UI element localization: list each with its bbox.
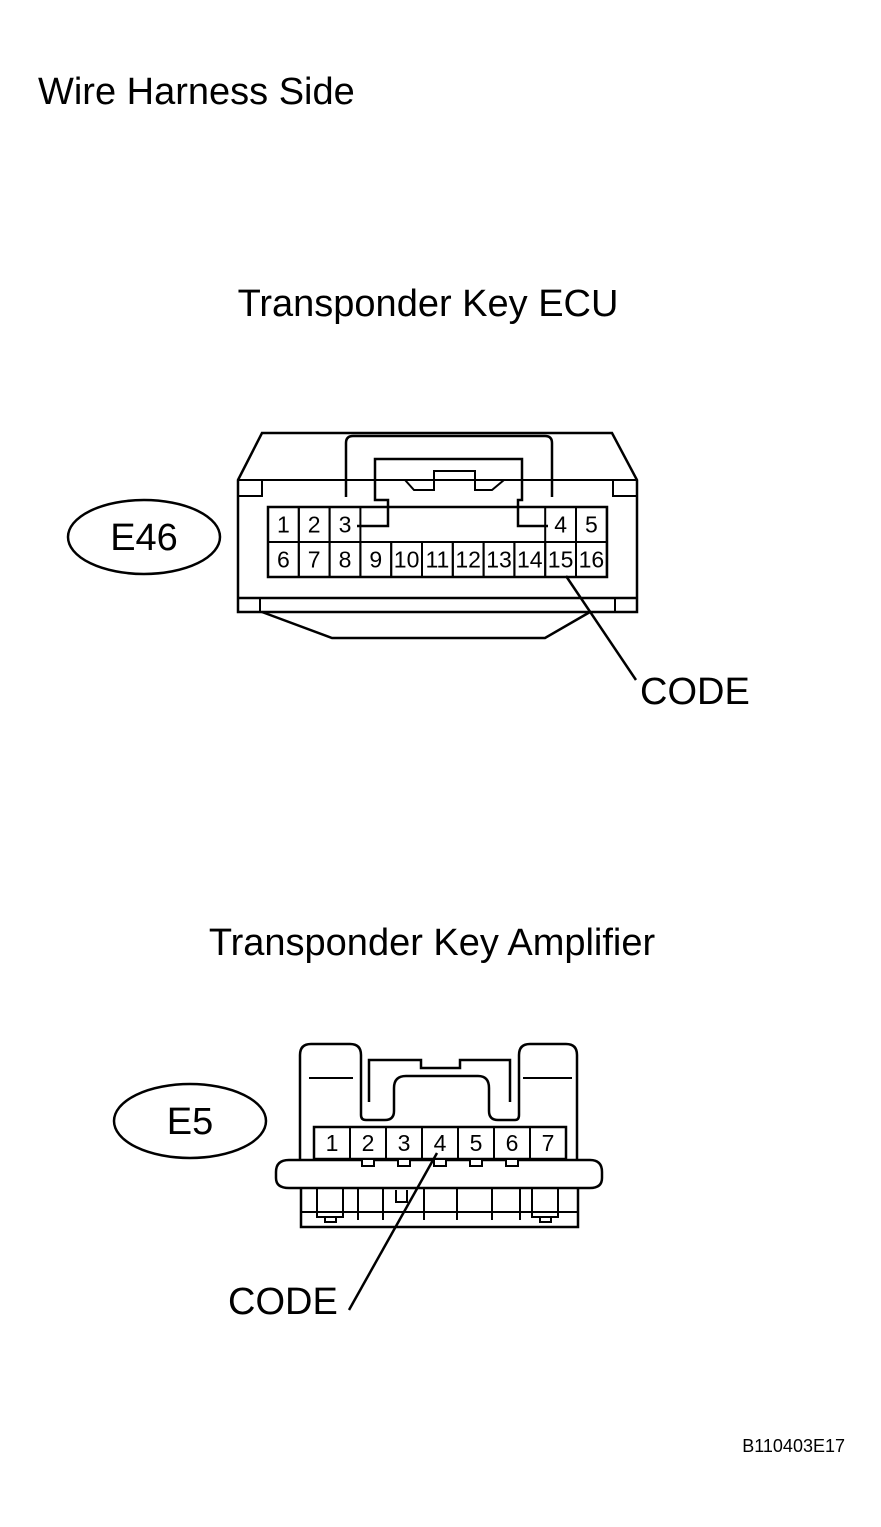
amplifier-connector-title: Transponder Key Amplifier <box>209 922 656 964</box>
amplifier-pin-4-tab <box>433 1158 447 1167</box>
amplifier-pin-7: 7 <box>542 1130 555 1156</box>
amplifier-pin-6-tab <box>505 1158 519 1167</box>
page-title: Wire Harness Side <box>38 71 355 113</box>
amplifier-pin-5-tab <box>469 1158 483 1167</box>
ecu-pin-16: 16 <box>579 547 605 573</box>
ecu-pin-10: 10 <box>394 547 420 573</box>
amplifier-connector-id-badge: E5 <box>112 1082 268 1160</box>
ecu-pin-13: 13 <box>486 547 512 573</box>
amplifier-connector-id: E5 <box>167 1101 213 1143</box>
amplifier-pin-3-tab <box>397 1158 411 1167</box>
ecu-pin-15: 15 <box>548 547 574 573</box>
ecu-pin-9: 9 <box>369 547 382 573</box>
ecu-connector-title: Transponder Key ECU <box>238 283 619 325</box>
ecu-pin-6: 6 <box>277 547 290 573</box>
ecu-pin-7: 7 <box>308 547 321 573</box>
ecu-pin-16-cell <box>575 541 608 578</box>
ecu-pin-11: 11 <box>425 547 449 573</box>
amplifier-pin-2-tab <box>361 1158 375 1167</box>
ecu-code-label: CODE <box>640 671 750 713</box>
ecu-pin-8: 8 <box>339 547 352 573</box>
ecu-pin-12: 12 <box>455 547 481 573</box>
ecu-connector-id-badge: E46 <box>66 498 222 576</box>
ecu-pin-3: 3 <box>339 512 352 538</box>
figure-code: B110403E17 <box>742 1436 845 1456</box>
amplifier-code-callout: CODE <box>228 1152 439 1323</box>
ecu-pin-2: 2 <box>308 512 321 538</box>
amplifier-pin-3: 3 <box>398 1130 411 1156</box>
amplifier-pin-6: 6 <box>506 1130 519 1156</box>
amplifier-pin-2: 2 <box>362 1130 375 1156</box>
amplifier-pin-4: 4 <box>434 1130 447 1156</box>
ecu-pin-4: 4 <box>554 512 567 538</box>
amplifier-pin-1: 1 <box>326 1130 339 1156</box>
ecu-code-callout: CODE <box>564 575 750 713</box>
amplifier-pin-7-cell <box>529 1126 567 1160</box>
ecu-pin-5: 5 <box>585 512 598 538</box>
ecu-pin-14: 14 <box>517 547 543 573</box>
ecu-connector-id: E46 <box>110 517 178 559</box>
amplifier-code-label: CODE <box>228 1281 338 1323</box>
ecu-pin-1: 1 <box>277 512 290 538</box>
amplifier-pin-5: 5 <box>470 1130 483 1156</box>
